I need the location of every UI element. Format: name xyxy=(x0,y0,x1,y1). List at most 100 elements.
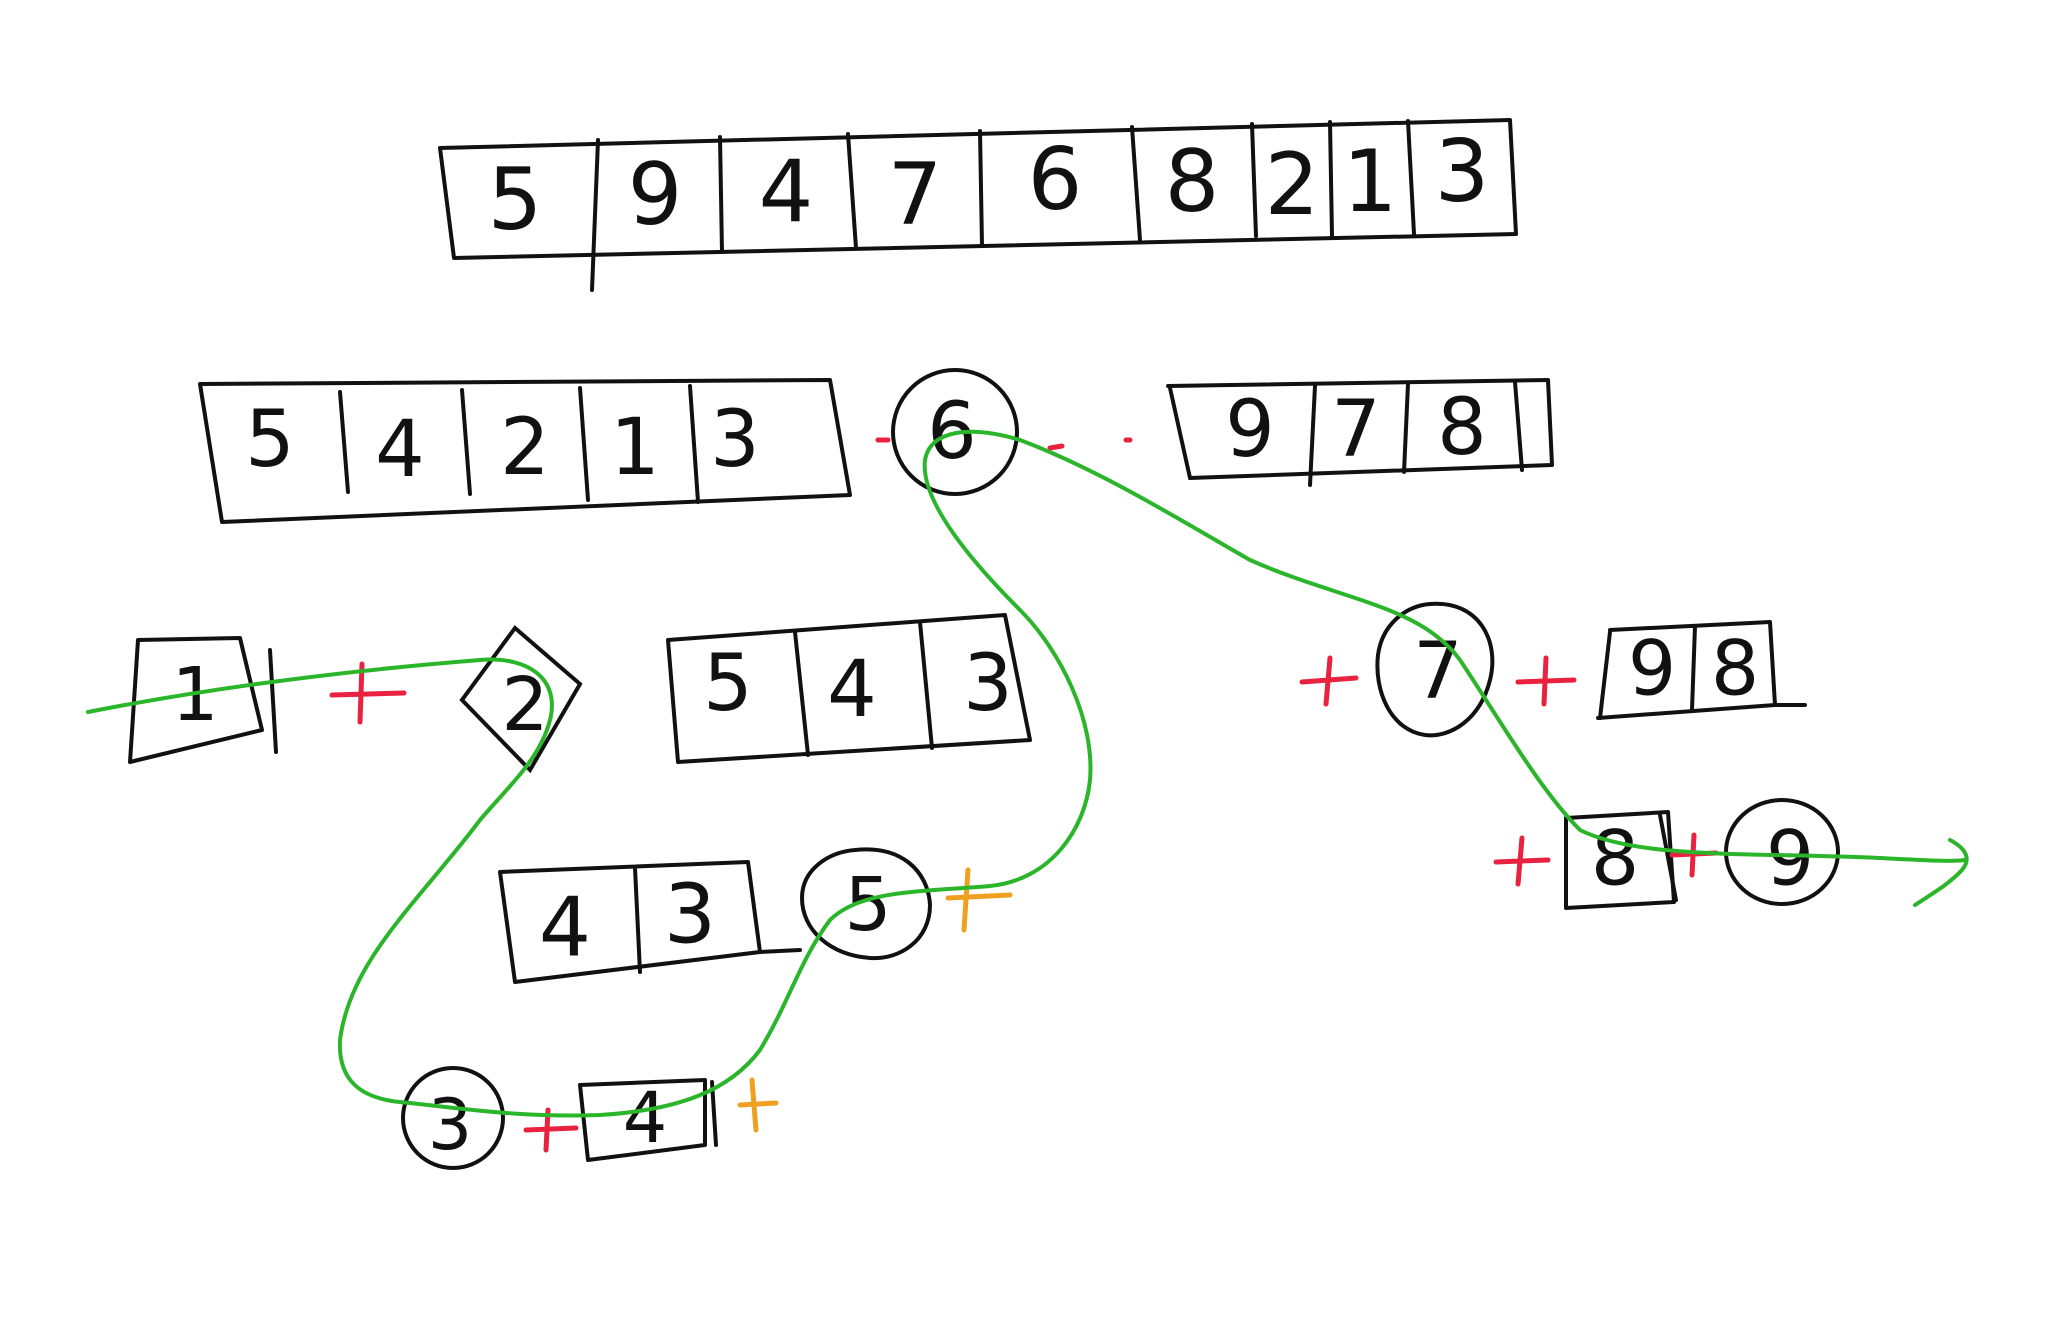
level2-left-box xyxy=(128,636,264,764)
traversal-arrowhead xyxy=(1913,838,1969,907)
plus-sign xyxy=(329,690,407,698)
level2-left-divider xyxy=(268,648,278,754)
level3-right-divider xyxy=(1658,813,1678,902)
root-array-divider xyxy=(590,138,600,292)
level1-right-array: 9 7 8 xyxy=(1166,378,1554,487)
level2-right-cell: 9 xyxy=(1628,624,1676,713)
root-array-divider xyxy=(718,135,724,254)
level4-right-box xyxy=(578,1078,707,1162)
level2-right-divider xyxy=(1690,624,1697,712)
level2-right-divider xyxy=(1598,630,1612,720)
root-array-divider xyxy=(1406,119,1416,236)
pivot-circle xyxy=(401,1066,505,1170)
level3-left-cell: 4 xyxy=(539,881,591,976)
level3-left-array: 4 3 xyxy=(498,860,802,984)
level4-right-cell: 4 xyxy=(623,1077,668,1159)
level2-right-plus-left xyxy=(1299,655,1359,707)
combine-tick xyxy=(1047,443,1065,451)
root-array-divider xyxy=(1250,122,1258,238)
level1-right-cell: 8 xyxy=(1437,383,1487,473)
level2-mid-divider xyxy=(793,630,810,757)
level2-right-array: 9 8 xyxy=(1596,620,1807,720)
level2-mid-box xyxy=(666,613,1032,764)
root-array-box xyxy=(438,118,1518,260)
level3-right-cell: 8 xyxy=(1591,814,1639,903)
level1-right-divider xyxy=(1513,380,1524,472)
level1-left-cell: 5 xyxy=(245,395,295,485)
level4-left-plus-orange xyxy=(737,1077,779,1133)
pivot-value: 7 xyxy=(1413,627,1463,717)
level2-mid-divider xyxy=(918,620,934,750)
level1-left-cell: 4 xyxy=(375,405,425,495)
level1-left-divider xyxy=(338,390,350,494)
plus-sign xyxy=(1323,655,1333,707)
level3-left-pivot: 5 xyxy=(799,847,933,961)
level2-mid-cell: 4 xyxy=(827,645,877,735)
level1-left-cell: 1 xyxy=(610,403,660,493)
pivot-value: 3 xyxy=(428,1084,473,1166)
level2-mid-cell: 3 xyxy=(963,639,1013,729)
root-array-cell: 1 xyxy=(1343,132,1398,232)
level2-right-plus-right xyxy=(1515,655,1577,707)
level2-right-cell: 8 xyxy=(1711,624,1759,713)
root-array-divider xyxy=(1328,120,1334,238)
level3-right-pivot: 9 xyxy=(1724,798,1840,906)
pivot-circle xyxy=(891,368,1019,496)
root-array-divider xyxy=(1130,125,1142,242)
root-array-cell: 7 xyxy=(888,145,943,245)
plus-sign xyxy=(357,661,365,725)
root-array-cell: 6 xyxy=(1028,130,1083,230)
level3-right-plus xyxy=(1493,835,1551,887)
plus-sign xyxy=(1515,835,1525,887)
root-array-cell: 4 xyxy=(759,142,814,242)
pivot-circle xyxy=(799,847,933,961)
level4-right-divider xyxy=(710,1080,718,1147)
level1-left-divider xyxy=(578,386,590,502)
level2-right-pivot: 7 xyxy=(1375,601,1495,738)
level3-left-cell: 3 xyxy=(664,868,716,963)
level1-right-divider xyxy=(1168,386,1192,480)
level4-left-array: 4 xyxy=(578,1077,718,1162)
pivot-value: 9 xyxy=(1766,814,1814,903)
root-array-cell: 8 xyxy=(1165,132,1220,232)
level3-right-box xyxy=(1564,810,1676,910)
level2-left-pivot: 2 xyxy=(459,625,583,774)
root-array-cell: 5 xyxy=(488,150,543,250)
level3-right-array: 8 xyxy=(1564,810,1678,910)
pivot-circle xyxy=(1375,601,1495,738)
level1-left-box xyxy=(198,378,852,524)
level1-right-divider xyxy=(1402,382,1410,474)
plus-sign xyxy=(523,1125,579,1133)
root-array-divider xyxy=(978,129,984,248)
root-array-cell: 9 xyxy=(628,145,683,245)
plus-sign xyxy=(945,892,1013,901)
root-array-cell: 2 xyxy=(1265,135,1320,235)
plus-sign xyxy=(961,867,971,933)
level1-right-box xyxy=(1166,378,1554,480)
level2-right-array: 5 4 3 xyxy=(666,613,1032,764)
level2-right-box xyxy=(1596,620,1777,720)
plus-sign xyxy=(749,1077,759,1133)
level1-left-array: 5 4 2 1 3 xyxy=(198,378,852,524)
level1-left-cell: 2 xyxy=(500,403,550,493)
level3-right-plus-mid xyxy=(1669,832,1719,878)
level3-left-plus xyxy=(945,867,1013,933)
root-array-cell: 3 xyxy=(1435,122,1490,222)
level1-left-divider xyxy=(688,384,700,504)
level4-left-pivot: 3 xyxy=(401,1066,505,1170)
level2-left-plus xyxy=(329,661,407,725)
level1-left-cell: 3 xyxy=(710,395,760,485)
root-array-divider xyxy=(846,132,858,250)
level1-left-divider xyxy=(460,388,472,496)
level1-right-cell: 7 xyxy=(1331,385,1381,475)
level3-left-divider xyxy=(633,866,642,974)
plus-sign xyxy=(737,1100,779,1108)
pivot-diamond xyxy=(459,625,583,774)
root-array: 5 9 4 7 6 8 2 1 3 xyxy=(438,118,1518,292)
level2-mid-cell: 5 xyxy=(703,639,753,729)
traversal-path xyxy=(86,429,1967,1118)
plus-sign xyxy=(1541,655,1549,707)
level3-left-divider xyxy=(758,948,802,954)
level1-right-divider xyxy=(1308,384,1317,487)
